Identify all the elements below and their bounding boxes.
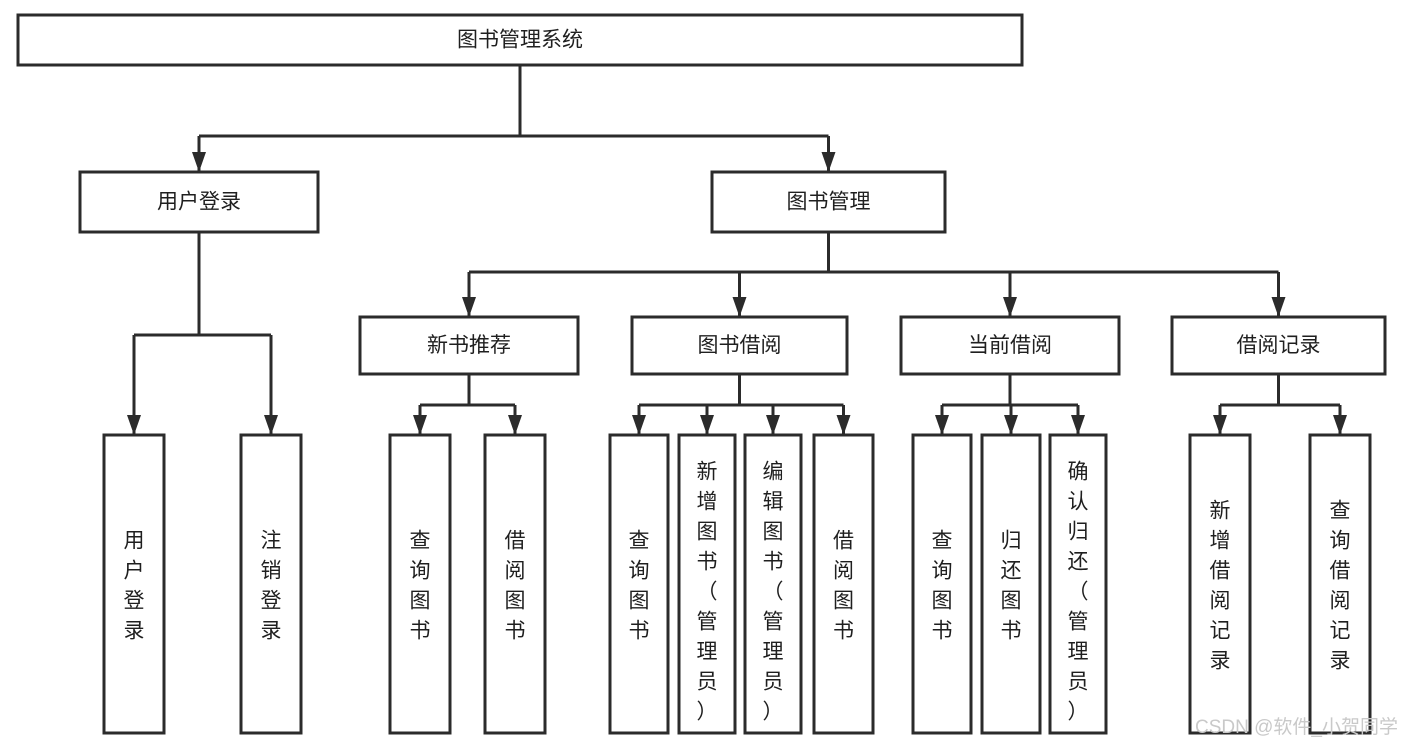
node-box — [358, 315, 580, 376]
node-box — [677, 433, 737, 735]
node-box — [239, 433, 303, 735]
arrow-head-icon — [1003, 297, 1017, 317]
node-label: 借阅图书 — [505, 529, 526, 642]
arrow-head-icon — [836, 415, 851, 435]
node-label: 用户登录 — [124, 529, 145, 642]
node-box — [483, 433, 547, 735]
node-box — [911, 433, 973, 735]
arrow-head-icon — [1333, 415, 1347, 435]
node-box — [1308, 433, 1372, 735]
connector-group-用户登录 — [127, 232, 278, 435]
node-label: 用户登录 — [157, 191, 241, 214]
arrow-head-icon — [462, 297, 476, 317]
node-label: 查询借阅记录 — [1330, 499, 1351, 672]
node-label: 图书管理 — [787, 191, 871, 214]
node-图书管理[interactable]: 图书管理 — [710, 170, 947, 234]
node-label: 查询图书 — [410, 529, 431, 642]
node-box — [812, 433, 875, 735]
node-查询图书[interactable]: 查询图书 — [608, 433, 670, 735]
arrow-head-icon — [1213, 415, 1227, 435]
node-label: 归还图书 — [1001, 529, 1022, 642]
arrow-head-icon — [700, 415, 714, 435]
node-box — [743, 433, 803, 735]
arrow-head-icon — [264, 415, 278, 435]
node-box — [102, 433, 166, 735]
arrow-head-icon — [821, 152, 836, 172]
node-label: 新书推荐 — [427, 334, 511, 357]
node-label: 图书管理系统 — [457, 29, 583, 52]
node-查询借阅记录[interactable]: 查询借阅记录 — [1308, 433, 1372, 735]
node-新书推荐[interactable]: 新书推荐 — [358, 315, 580, 376]
node-查询图书[interactable]: 查询图书 — [911, 433, 973, 735]
connector-group-图书管理系统 — [192, 65, 836, 172]
node-box — [78, 170, 320, 234]
arrow-head-icon — [508, 415, 522, 435]
node-label: 当前借阅 — [968, 334, 1052, 357]
node-图书管理系统[interactable]: 图书管理系统 — [16, 13, 1024, 67]
arrow-head-icon — [632, 415, 646, 435]
node-label: 查询图书 — [932, 529, 953, 642]
node-借阅图书[interactable]: 借阅图书 — [483, 433, 547, 735]
connector-group-新书推荐 — [413, 374, 522, 435]
connector-group-借阅记录 — [1213, 374, 1347, 435]
arrow-head-icon — [935, 415, 949, 435]
node-新增借阅记录[interactable]: 新增借阅记录 — [1188, 433, 1252, 735]
arrow-head-icon — [766, 415, 780, 435]
node-图书借阅[interactable]: 图书借阅 — [630, 315, 849, 376]
node-用户登录[interactable]: 用户登录 — [102, 433, 166, 735]
node-借阅图书[interactable]: 借阅图书 — [812, 433, 875, 735]
arrow-head-icon — [413, 415, 427, 435]
node-借阅记录[interactable]: 借阅记录 — [1170, 315, 1387, 376]
arrow-head-icon — [1271, 297, 1286, 317]
node-box — [1048, 433, 1108, 735]
node-新增图书管理员[interactable]: 新增图书（管理员） — [677, 433, 737, 735]
node-label: 注销登录 — [261, 529, 282, 642]
node-查询图书[interactable]: 查询图书 — [388, 433, 452, 735]
node-box — [1188, 433, 1252, 735]
node-label: 借阅图书 — [833, 529, 854, 642]
node-label: 编辑图书（管理员） — [763, 460, 784, 723]
node-layer: 图书管理系统用户登录图书管理新书推荐图书借阅当前借阅借阅记录用户登录注销登录查询… — [16, 13, 1387, 735]
node-编辑图书管理员[interactable]: 编辑图书（管理员） — [743, 433, 803, 735]
connector-group-当前借阅 — [935, 374, 1085, 435]
node-label: 新增图书（管理员） — [697, 460, 718, 723]
connector-group-图书借阅 — [632, 374, 851, 435]
node-用户登录[interactable]: 用户登录 — [78, 170, 320, 234]
node-归还图书[interactable]: 归还图书 — [980, 433, 1042, 735]
node-box — [388, 433, 452, 735]
arrow-head-icon — [192, 152, 206, 172]
node-box — [608, 433, 670, 735]
node-box — [899, 315, 1121, 376]
node-当前借阅[interactable]: 当前借阅 — [899, 315, 1121, 376]
arrow-head-icon — [732, 297, 747, 317]
node-label: 借阅记录 — [1237, 334, 1321, 357]
arrow-head-icon — [1071, 415, 1085, 435]
arrow-head-icon — [127, 415, 141, 435]
connector-group-图书管理 — [462, 232, 1286, 317]
arrow-head-icon — [1004, 415, 1018, 435]
node-确认归还管理员[interactable]: 确认归还（管理员） — [1048, 433, 1108, 735]
node-box — [710, 170, 947, 234]
connector-layer — [127, 65, 1347, 435]
node-label: 图书借阅 — [698, 334, 782, 357]
node-box — [980, 433, 1042, 735]
watermark-label: CSDN @软件_小贺同学 — [1195, 716, 1398, 738]
node-box — [16, 13, 1024, 67]
node-注销登录[interactable]: 注销登录 — [239, 433, 303, 735]
node-label: 查询图书 — [629, 529, 650, 642]
node-label: 新增借阅记录 — [1210, 499, 1231, 672]
node-label: 确认归还（管理员） — [1068, 460, 1089, 723]
node-box — [630, 315, 849, 376]
node-box — [1170, 315, 1387, 376]
